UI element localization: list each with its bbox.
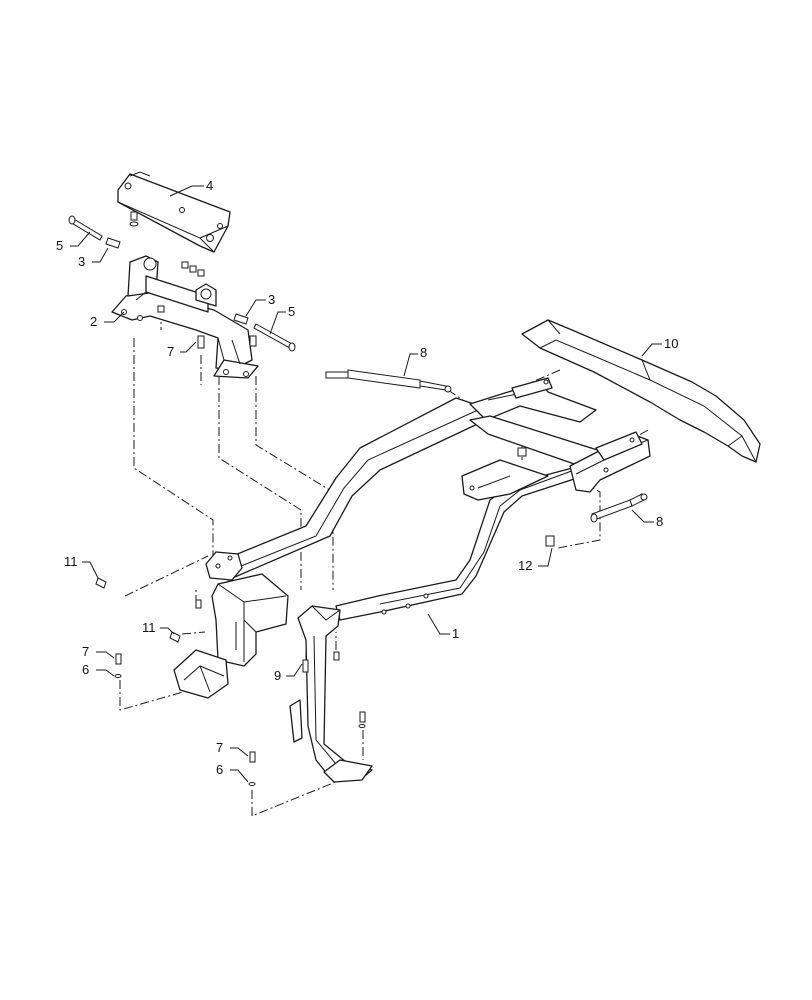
callout-1: 1 bbox=[452, 626, 459, 641]
callout-3-left: 3 bbox=[78, 254, 85, 269]
callout-11-upper: 11 bbox=[64, 554, 78, 569]
side-cover-panel bbox=[521, 319, 761, 463]
main-frame bbox=[173, 377, 651, 783]
pivot-bracket bbox=[111, 255, 259, 379]
callout-2: 2 bbox=[90, 314, 97, 329]
gas-strut-upper bbox=[325, 369, 452, 393]
callout-10: 10 bbox=[664, 336, 678, 351]
nut-bracket-bottom bbox=[157, 305, 257, 347]
gas-strut-lower bbox=[590, 493, 648, 523]
callout-5-left: 5 bbox=[56, 238, 63, 253]
pin-right bbox=[253, 323, 296, 352]
bolt-9 bbox=[302, 659, 309, 673]
callout-6-lower: 6 bbox=[216, 762, 223, 777]
callout-labels: 4 5 3 2 3 5 7 8 10 8 12 11 11 7 6 1 9 7 … bbox=[56, 178, 678, 777]
washer-6-left bbox=[114, 674, 122, 678]
washer-6-lower bbox=[248, 782, 256, 786]
bolt-7-upper bbox=[197, 335, 205, 349]
alignment-lines bbox=[119, 310, 649, 817]
callout-11-lower: 11 bbox=[142, 620, 156, 635]
nut-12 bbox=[545, 535, 555, 547]
callout-9: 9 bbox=[274, 668, 281, 683]
bolt-7-lower bbox=[249, 751, 256, 763]
callout-7-left: 7 bbox=[82, 644, 89, 659]
top-cover-plate bbox=[117, 171, 231, 253]
bushing-right bbox=[233, 313, 249, 325]
grease-fitting-upper bbox=[517, 447, 527, 457]
small-hardware-cluster bbox=[181, 261, 205, 277]
bolt-7-left bbox=[115, 653, 122, 665]
grease-fitting-11-lower bbox=[169, 631, 181, 643]
callout-3-right: 3 bbox=[268, 292, 275, 307]
callout-8-lower: 8 bbox=[656, 514, 663, 529]
callout-12: 12 bbox=[518, 558, 532, 573]
callout-6-left: 6 bbox=[82, 662, 89, 677]
callout-7-upper: 7 bbox=[167, 344, 174, 359]
pin-left bbox=[68, 215, 103, 241]
nut-middle bbox=[333, 651, 340, 661]
leader-lines bbox=[70, 185, 662, 783]
callout-5-right: 5 bbox=[288, 304, 295, 319]
callout-4: 4 bbox=[206, 178, 213, 193]
bushing-left bbox=[105, 237, 121, 249]
grease-fitting-11-upper bbox=[95, 577, 107, 589]
washer-nut bbox=[129, 211, 139, 227]
nut-front-left bbox=[195, 599, 202, 609]
bolt-7-right bbox=[358, 711, 366, 728]
callout-7-lower: 7 bbox=[216, 740, 223, 755]
callout-8-upper: 8 bbox=[420, 345, 427, 360]
